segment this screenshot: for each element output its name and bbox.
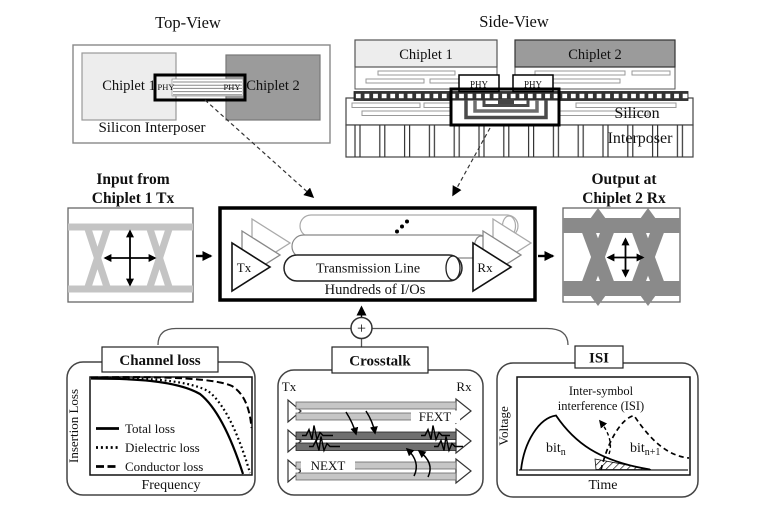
crosstalk-panel: Crosstalk Tx Rx bbox=[277, 346, 484, 496]
crosstalk-title: Crosstalk bbox=[349, 354, 411, 370]
side-view-microbump-row bbox=[353, 91, 689, 101]
isi-ylabel: Voltage bbox=[496, 406, 511, 446]
aggressor-glitch-waveforms bbox=[302, 425, 463, 453]
output-label-line1: Output at bbox=[591, 171, 657, 188]
channel-box: Transmission Line Tx Rx Hundreds of I/Os bbox=[218, 206, 537, 302]
side-view-slab-metal-bars bbox=[351, 102, 677, 116]
conductor-loss-curve bbox=[90, 376, 253, 429]
output-label-line2: Chiplet 2 Rx bbox=[582, 190, 666, 207]
bit-n-pulse-curve bbox=[520, 414, 651, 471]
top-view-chiplet1-die bbox=[81, 52, 177, 121]
output-label: Output at Chiplet 2 Rx bbox=[582, 171, 666, 207]
input-eye-diagram bbox=[67, 207, 194, 303]
bit-n1-subscript: n+1 bbox=[645, 447, 661, 458]
channel-loss-xlabel: Frequency bbox=[141, 478, 200, 493]
sum-circle bbox=[350, 316, 373, 340]
output-eye-trace bbox=[563, 208, 680, 306]
side-view-chiplet1-die bbox=[354, 39, 498, 68]
legend-label-dielectric: Dielectric loss bbox=[125, 440, 200, 455]
bit-n-subscript: n bbox=[561, 447, 566, 458]
isi-panel: ISI Inter-symbol interference (ISI) bitn… bbox=[496, 345, 699, 498]
side-view-chiplet1-label: Chiplet 1 bbox=[399, 47, 453, 63]
side-view-chiplet2-rdl-bars bbox=[534, 70, 671, 84]
isi-note-line2: interference (ISI) bbox=[558, 399, 644, 413]
side-view-channel-highlight-box bbox=[449, 87, 561, 127]
input-label-line2: Chiplet 1 Tx bbox=[92, 190, 175, 207]
isi-note-line1: Inter-symbol bbox=[569, 384, 634, 398]
side-view: Side-View Chiplet 1 Chiplet 2 bbox=[345, 12, 694, 158]
rx-label: Rx bbox=[477, 260, 493, 275]
top-view-chiplet1-label: Chiplet 1 bbox=[102, 78, 156, 94]
fext-label: FEXT bbox=[419, 409, 452, 424]
transmission-line-end-cap bbox=[445, 255, 461, 281]
side-view-title: Side-View bbox=[479, 12, 549, 31]
bit-n-word: bit bbox=[546, 441, 561, 456]
top-view-phy-channel-highlight-box bbox=[153, 73, 247, 102]
side-view-interposer-label: Interposer bbox=[608, 130, 674, 147]
bit-n1-label: bitn+1 bbox=[630, 441, 660, 458]
channel-loss-panel: Channel loss Total loss Dielectric loss … bbox=[66, 346, 256, 496]
isi-title: ISI bbox=[589, 351, 609, 367]
channel-loss-title: Channel loss bbox=[119, 353, 200, 369]
next-label: NEXT bbox=[311, 458, 346, 473]
side-view-silicon-label: Silicon bbox=[614, 105, 659, 122]
channel-loss-legend: Total loss Dielectric loss Conductor los… bbox=[96, 421, 203, 474]
isi-xlabel: Time bbox=[588, 478, 617, 493]
side-view-phy-left-label: PHY bbox=[470, 80, 489, 90]
sum-plus-sign: + bbox=[357, 321, 366, 338]
total-loss-curve bbox=[90, 377, 245, 475]
fext-label-bg bbox=[411, 410, 460, 423]
crosstalk-tx-label: Tx bbox=[282, 379, 297, 394]
top-view-interposer-label: Silicon Interposer bbox=[98, 120, 205, 136]
channel-loss-ylabel: Insertion Loss bbox=[66, 389, 81, 463]
side-view-tsv-vias bbox=[346, 125, 693, 157]
input-label: Input from Chiplet 1 Tx bbox=[92, 171, 175, 207]
output-eye-diagram bbox=[562, 207, 681, 306]
legend-label-conductor: Conductor loss bbox=[125, 459, 203, 474]
bit-n-label: bitn bbox=[546, 441, 566, 458]
legend-label-total: Total loss bbox=[125, 421, 175, 436]
transmission-line-cylinder bbox=[283, 254, 463, 282]
top-view-channel-stripes bbox=[171, 78, 244, 97]
top-view: Top-View Chiplet 1 Chiplet 2 PHY PHY Sil… bbox=[72, 13, 331, 144]
fext-coupling-arrows bbox=[345, 410, 378, 436]
tx-buffer-triangle bbox=[231, 241, 272, 293]
top-view-phy-right-label: PHY bbox=[223, 82, 240, 92]
bit-n1-pulse-curve bbox=[600, 414, 690, 471]
side-view-chiplet2-die bbox=[514, 39, 676, 68]
ellipsis-dots bbox=[395, 219, 409, 234]
victim-lines-bottom bbox=[295, 461, 457, 481]
crosstalk-rx-label: Rx bbox=[456, 379, 472, 394]
top-view-chiplet2-label: Chiplet 2 bbox=[246, 78, 300, 94]
isi-annotation-arrow bbox=[599, 419, 612, 455]
side-view-phy-right-box bbox=[512, 74, 554, 93]
top-view-zoom-arrow bbox=[204, 99, 315, 199]
top-view-phy-left-label: PHY bbox=[157, 82, 174, 92]
input-label-line1: Input from bbox=[96, 171, 169, 188]
next-coupling-arrows bbox=[405, 447, 431, 478]
rx-buffer-triangle bbox=[472, 241, 513, 293]
side-view-phy-right-label: PHY bbox=[524, 80, 543, 90]
hundreds-ios-label: Hundreds of I/Os bbox=[325, 282, 426, 298]
next-label-bg bbox=[301, 459, 355, 472]
channel-loss-tab bbox=[101, 346, 219, 373]
side-view-chiplet2-label: Chiplet 2 bbox=[568, 47, 622, 63]
side-view-zoom-arrow bbox=[452, 127, 491, 197]
side-view-phy-left-box bbox=[458, 74, 500, 93]
input-eye-trace bbox=[68, 223, 193, 293]
bit-n1-word: bit bbox=[630, 441, 645, 456]
top-view-title: Top-View bbox=[155, 13, 221, 32]
impairment-sum: + bbox=[157, 305, 569, 348]
crosstalk-tab bbox=[331, 346, 429, 374]
tx-label: Tx bbox=[237, 260, 252, 275]
isi-tab bbox=[574, 345, 624, 369]
transmission-line-label: Transmission Line bbox=[316, 262, 420, 277]
side-view-channel-routing bbox=[449, 87, 561, 127]
